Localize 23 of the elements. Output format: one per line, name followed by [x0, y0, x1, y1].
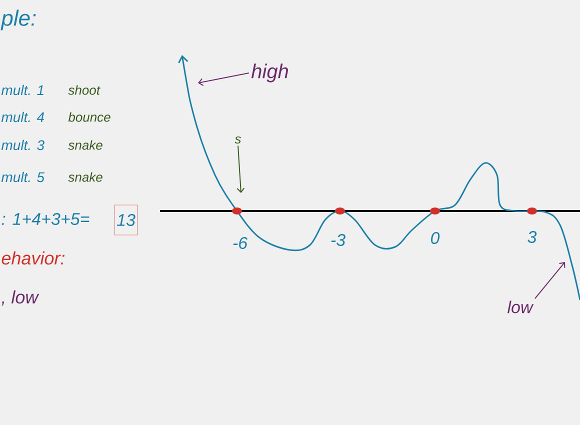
note-text: bounce	[68, 112, 110, 122]
arrow	[236, 145, 245, 193]
answer-box: 13	[114, 204, 138, 236]
note-text: mult. 4	[1, 112, 44, 122]
annotation-text: high	[251, 64, 288, 82]
tick-label: 3	[528, 230, 537, 244]
arrow	[534, 262, 566, 300]
note-text: ehavior:	[2, 251, 64, 265]
note-text: ple:	[0, 10, 36, 30]
note-text: , low	[2, 290, 40, 306]
note-text: mult. 1	[1, 84, 44, 96]
annotation-text: low	[508, 300, 534, 314]
note-text: snake	[68, 140, 102, 150]
note-text: mult. 5	[1, 172, 45, 182]
arrow	[198, 72, 250, 86]
note-text: shoot	[68, 85, 100, 95]
annotation-text: s	[234, 136, 241, 144]
tick-label: -3	[331, 234, 346, 246]
note-text: mult. 3	[1, 140, 44, 150]
note-text: snake	[68, 172, 102, 182]
tick-label: -6	[233, 236, 248, 250]
tick-label: 0	[431, 232, 440, 244]
note-text: : 1+4+3+5=	[2, 212, 90, 226]
